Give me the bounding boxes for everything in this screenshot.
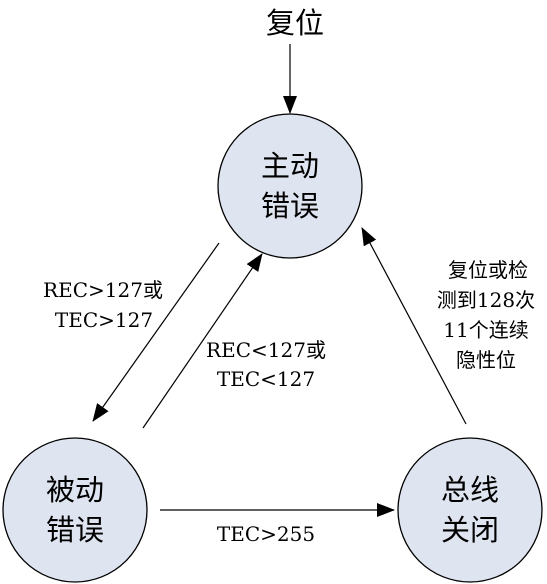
node-passive-circle [2,437,148,583]
edge-busoff-to-active: 复位或检 测到128次 11个连续 隐性位 [361,227,535,425]
node-busoff-label-line2: 关闭 [441,513,499,547]
edge-active-to-passive: REC>127或 TEC>127 [43,242,220,422]
edge-busoff-to-active-label-line1: 复位或检 [448,258,528,282]
edge-active-to-passive-label-line1: REC>127或 [43,278,163,302]
edge-busoff-to-active-label-line2: 测到128次 [437,288,535,312]
node-busoff-circle [397,437,543,583]
node-active-label-line1: 主动 [261,149,319,183]
node-passive-label-line2: 错误 [46,513,104,547]
edge-passive-to-active-label-line2: TEC<127 [217,367,315,391]
node-passive-label-line1: 被动 [46,473,104,507]
node-active-label-line2: 错误 [261,189,319,223]
node-passive-error: 被动 错误 [2,437,148,583]
edge-active-to-passive-label-line2: TEC>127 [55,308,153,332]
edge-passive-to-busoff: TEC>255 [160,503,395,546]
node-active-error: 主动 错误 [217,113,363,259]
edge-passive-to-busoff-label: TEC>255 [217,522,315,546]
start-label: 复位 [266,6,324,40]
edge-passive-to-active-label-line1: REC<127或 [206,338,326,362]
edge-passive-to-active: REC<127或 TEC<127 [142,253,326,429]
edge-passive-to-active-arrow [142,253,263,429]
edge-busoff-to-active-arrow [361,227,467,425]
edge-active-to-passive-arrow [92,242,220,422]
node-busoff-label-line1: 总线 [441,473,499,507]
node-bus-off: 总线 关闭 [397,437,543,583]
edge-busoff-to-active-label-line4: 隐性位 [456,348,516,372]
node-active-circle [217,113,363,259]
edge-busoff-to-active-label-line3: 11个连续 [443,318,528,342]
